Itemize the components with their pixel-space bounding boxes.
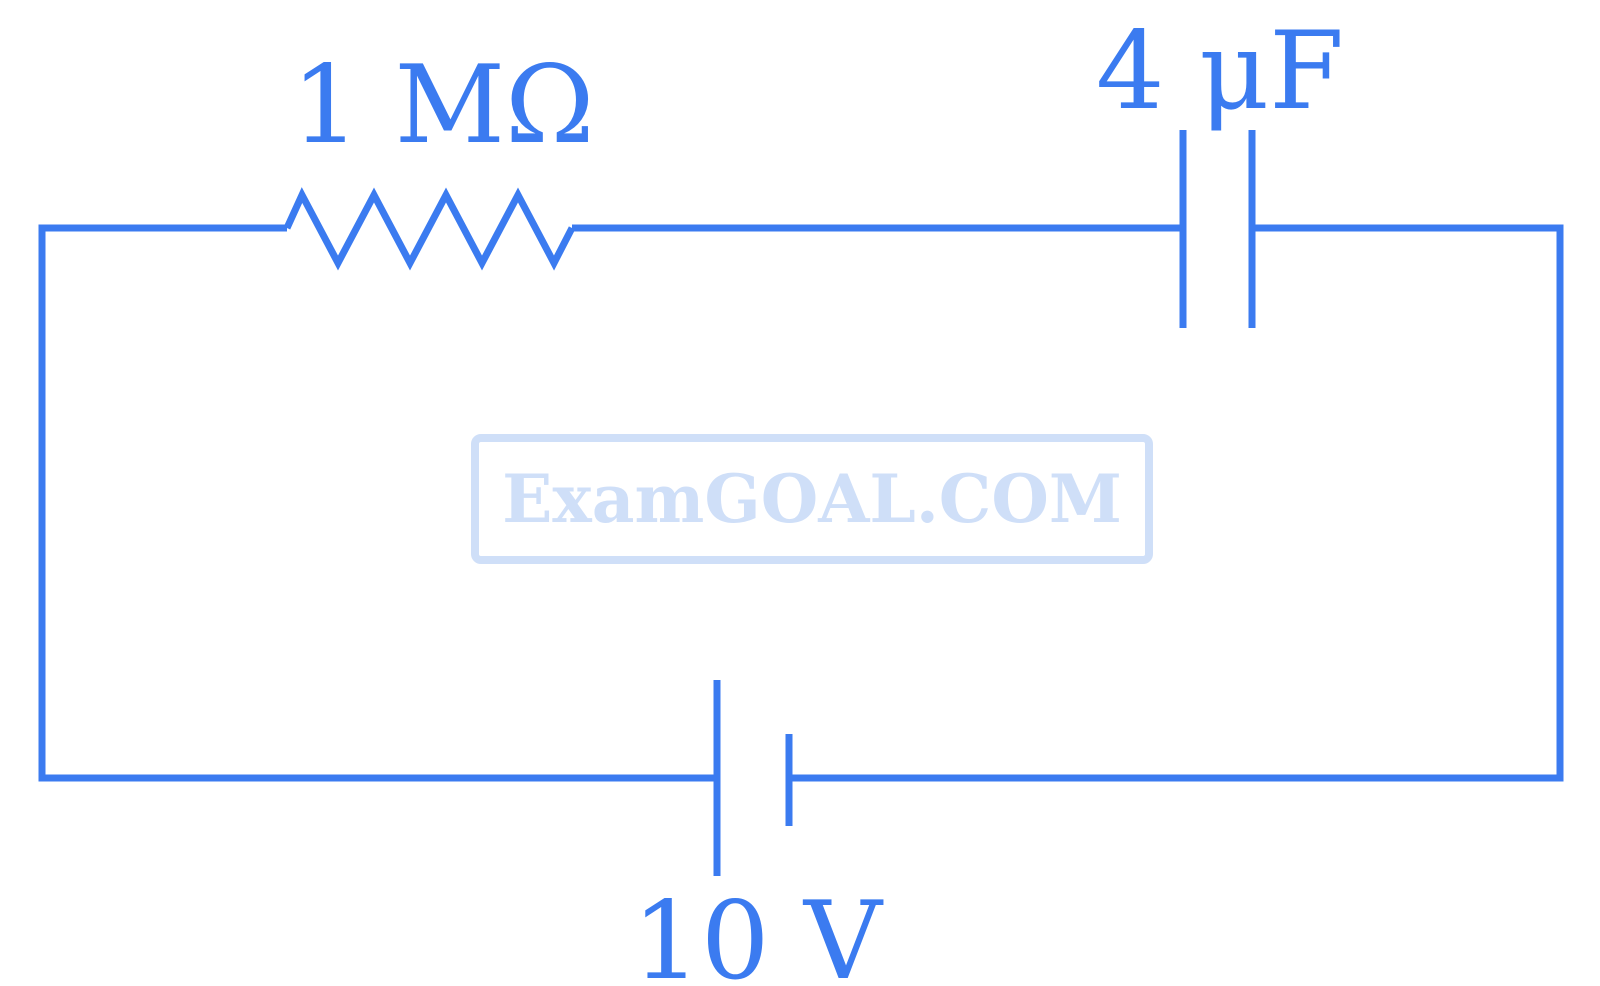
watermark-text: ExamGOAL.COM bbox=[502, 460, 1122, 538]
wire-top-left bbox=[38, 224, 715, 782]
wire-top-right bbox=[792, 224, 1564, 782]
resistor-label: 1 MΩ bbox=[291, 43, 594, 168]
capacitor-label: 4 μF bbox=[1096, 9, 1344, 134]
watermark-box bbox=[471, 434, 1153, 564]
resistor-symbol bbox=[283, 187, 576, 271]
battery-label: 10 V bbox=[632, 879, 884, 986]
